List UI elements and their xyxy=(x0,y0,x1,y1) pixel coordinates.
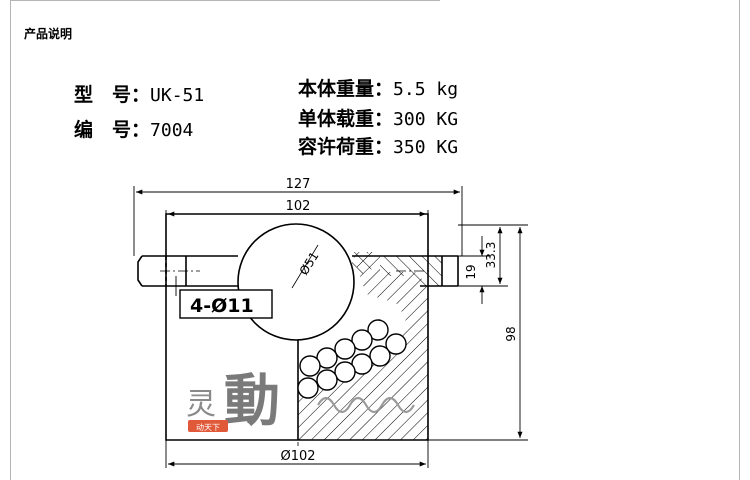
spec-model-value: UK-51 xyxy=(150,85,205,106)
spec-allow-load: 容许荷重：350 KG xyxy=(298,134,458,161)
spec-unit-load-value: 300 KG xyxy=(393,109,459,130)
watermark-char-big: 動 xyxy=(224,368,280,434)
spec-unit-load: 单体载重：300 KG xyxy=(298,106,458,133)
dim-body-width: 102 xyxy=(286,199,311,214)
frame-top-border xyxy=(10,0,440,1)
spec-code-label: 编 号： xyxy=(74,119,151,141)
bearing-balls xyxy=(297,319,407,399)
watermark-stamp-box xyxy=(188,420,228,432)
dim-ball-height: 33.3 xyxy=(484,242,498,269)
watermark-stamp-text: 动天下 xyxy=(196,422,220,432)
dimension-lines xyxy=(133,186,528,468)
spec-allow-load-label: 容许荷重： xyxy=(298,136,394,158)
dim-total-height: 98 xyxy=(504,326,518,341)
spec-weight-label: 本体重量： xyxy=(298,78,394,100)
spec-unit-load-label: 单体载重： xyxy=(298,108,394,130)
dim-overall-width: 127 xyxy=(286,177,311,192)
spec-model: 型 号：UK-51 xyxy=(74,82,204,109)
dim-base-diameter: Ø102 xyxy=(280,449,315,464)
hole-callout-text: 4-Ø11 xyxy=(190,295,254,317)
spec-code: 编 号：7004 xyxy=(74,117,193,144)
main-ball xyxy=(237,223,355,341)
hole-callout: 4-Ø11 xyxy=(179,289,273,319)
section-title: 产品说明 xyxy=(24,27,73,41)
dim-flange-thickness: 19 xyxy=(464,264,478,279)
watermark-logo: 灵 動 动天下 xyxy=(186,368,415,434)
spec-code-value: 7004 xyxy=(150,120,194,141)
spec-weight: 本体重量：5.5 kg xyxy=(298,76,458,103)
frame-left-border xyxy=(10,0,11,480)
spec-weight-value: 5.5 kg xyxy=(393,79,459,100)
watermark-script-icon xyxy=(317,396,415,414)
watermark-char-small: 灵 xyxy=(186,387,216,422)
frame-right-border xyxy=(739,0,740,480)
spec-allow-load-value: 350 KG xyxy=(393,137,459,158)
spec-model-label: 型 号： xyxy=(74,84,151,106)
